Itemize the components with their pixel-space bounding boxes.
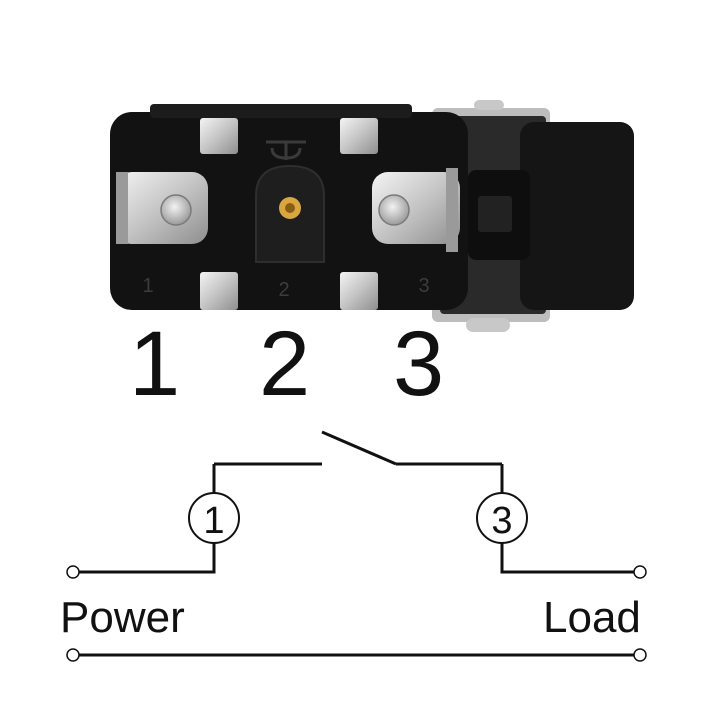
power-label: Power [60,593,185,642]
terminal-1-circle [188,492,240,544]
terminal-1-circle-label: 1 [203,500,224,542]
terminal-number-3: 3 [393,313,445,415]
microswitch-photo: 1 2 3 [110,100,634,332]
embossed-number-3: 3 [418,275,429,297]
embossed-number-1: 1 [142,275,153,297]
schematic [75,430,638,657]
end-nodes [66,565,647,662]
embossed-number-2: 2 [278,279,289,301]
load-label: Load [543,593,641,642]
top-terminal-tabs [200,118,378,154]
load-node-bottom [633,648,647,662]
power-wire [75,543,216,574]
terminal-3-circle-label: 3 [491,500,512,542]
bottom-terminal-tabs [200,272,378,310]
terminal-1-tab [116,172,208,244]
terminal-2-boss [255,164,325,263]
load-wire [500,543,638,574]
certification-mark [266,140,306,160]
switch-blade [321,430,397,466]
terminal-3-tab [372,168,460,252]
power-node-top [66,565,80,579]
terminal-number-1: 1 [129,313,181,415]
load-node-top [633,565,647,579]
terminal-number-2: 2 [259,313,311,415]
power-node-bottom [66,648,80,662]
terminal-3-circle [476,492,528,544]
